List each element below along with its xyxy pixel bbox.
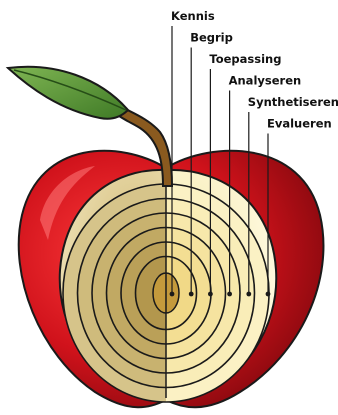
apple-leaf xyxy=(8,67,128,119)
level-label: Evalueren xyxy=(267,117,332,131)
leader-dot xyxy=(208,292,213,297)
level-label: Kennis xyxy=(171,9,215,23)
level-label: Synthetiseren xyxy=(248,95,338,109)
level-label: Toepassing xyxy=(209,52,281,66)
leader-dot xyxy=(246,292,251,297)
leader-dot xyxy=(189,292,194,297)
level-label: Analyseren xyxy=(229,74,302,88)
leader-dot xyxy=(227,292,232,297)
leader-dot xyxy=(266,292,271,297)
level-label: Begrip xyxy=(190,31,233,45)
leader-dot xyxy=(170,292,175,297)
